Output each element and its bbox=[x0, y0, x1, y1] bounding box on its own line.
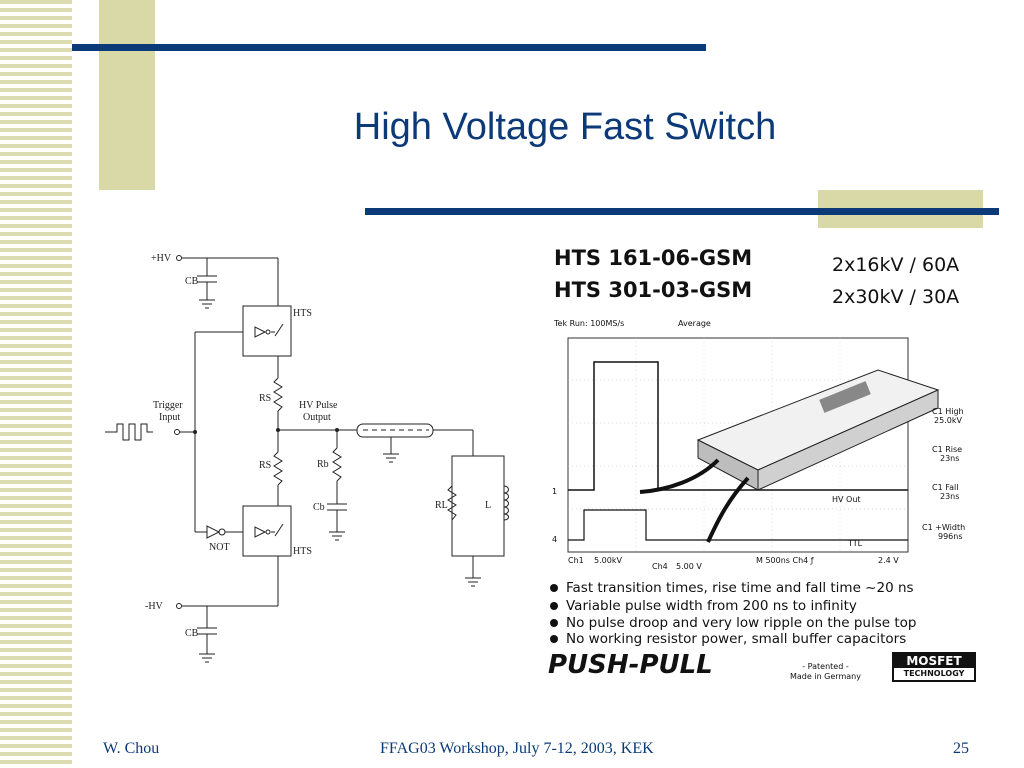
patented-label: - Patented - bbox=[802, 662, 849, 671]
c1-fall-label: C1 Fall bbox=[932, 483, 958, 492]
c1-width-label: C1 +Width bbox=[922, 523, 965, 532]
rl-label: RL bbox=[435, 500, 448, 511]
bullet-icon bbox=[550, 584, 558, 592]
cb-top-label: CB bbox=[185, 276, 199, 287]
circuit-schematic: +HV CB HTS RS RS Trigger Input HV Pulse … bbox=[105, 253, 509, 663]
c1-width-value: 996ns bbox=[938, 532, 963, 541]
ch4-label: Ch4 bbox=[652, 562, 668, 570]
c1-fall-value: 23ns bbox=[940, 492, 959, 501]
hv-pulse-label-line2: Output bbox=[303, 412, 331, 423]
patent-note: - Patented - Made in Germany bbox=[790, 662, 861, 682]
technology-label: TECHNOLOGY bbox=[903, 669, 965, 678]
c1-high-label: C1 High bbox=[932, 407, 964, 416]
mosfet-label: MOSFET bbox=[894, 654, 974, 668]
bullet-icon bbox=[550, 635, 558, 643]
trigger-label-line1: Trigger bbox=[153, 400, 183, 411]
made-in-label: Made in Germany bbox=[790, 672, 861, 681]
hts-bottom-label: HTS bbox=[293, 546, 312, 557]
cb-bottom-label: CB bbox=[185, 628, 199, 639]
c1-high-value: 25.0kV bbox=[934, 416, 962, 425]
timebase-label: M 500ns Ch4 ƒ bbox=[756, 556, 814, 565]
rs-bottom-label: RS bbox=[259, 460, 271, 471]
feature-item: Variable pulse width from 200 ns to infi… bbox=[550, 598, 857, 614]
ch4-value: 5.00 V bbox=[676, 562, 702, 570]
ch1-label: Ch1 bbox=[568, 556, 584, 565]
not-label: NOT bbox=[209, 542, 230, 553]
slide-title: High Voltage Fast Switch bbox=[353, 106, 777, 148]
ttl-label: TTL bbox=[847, 539, 863, 548]
scope-header: Tek Run: 100MS/s bbox=[553, 320, 624, 328]
model-2: HTS 301-03-GSM bbox=[554, 278, 753, 302]
feature-item: Fast transition times, rise time and fal… bbox=[550, 580, 914, 596]
left-stripe-decoration bbox=[0, 0, 72, 768]
top-rule bbox=[72, 44, 706, 51]
hv-pulse-label-line1: HV Pulse bbox=[299, 400, 338, 411]
l-label: L bbox=[485, 500, 491, 511]
cb-mid-label: Cb bbox=[313, 502, 325, 513]
marker-4: 4 bbox=[552, 535, 557, 544]
c1-rise-value: 23ns bbox=[940, 454, 959, 463]
rs-top-label: RS bbox=[259, 393, 271, 404]
plus-hv-label: +HV bbox=[151, 253, 172, 264]
rb-label: Rb bbox=[317, 459, 329, 470]
bottom-rule bbox=[365, 208, 999, 215]
bullet-icon bbox=[550, 602, 558, 610]
trigger-level: 2.4 V bbox=[878, 556, 899, 565]
trigger-label-line2: Input bbox=[159, 412, 180, 423]
scope-average: Average bbox=[678, 320, 711, 328]
footer-author: W. Chou bbox=[103, 740, 160, 757]
hv-out-label: HV Out bbox=[832, 495, 861, 504]
tan-block-decoration bbox=[99, 0, 155, 190]
footer-event: FFAG03 Workshop, July 7-12, 2003, KEK bbox=[380, 740, 654, 757]
hts-top-label: HTS bbox=[293, 308, 312, 319]
marker-1: 1 bbox=[552, 487, 557, 496]
feature-item: No working resistor power, small buffer … bbox=[550, 631, 906, 647]
footer-page-number: 25 bbox=[953, 740, 969, 757]
minus-hv-label: -HV bbox=[145, 601, 164, 612]
oscilloscope-trace: Tek Run: 100MS/s Average C1 High 25.0kV bbox=[552, 320, 965, 570]
mosfet-badge: MOSFET TECHNOLOGY bbox=[892, 652, 976, 682]
model-2-spec: 2x30kV / 30A bbox=[832, 286, 960, 308]
bullet-icon bbox=[550, 619, 558, 627]
product-datasheet: HTS 161-06-GSM 2x16kV / 60A HTS 301-03-G… bbox=[540, 238, 980, 688]
ch1-value: 5.00kV bbox=[594, 556, 622, 565]
feature-item: No pulse droop and very low ripple on th… bbox=[550, 615, 917, 631]
push-pull-logo: PUSH-PULL bbox=[548, 650, 713, 680]
model-1: HTS 161-06-GSM bbox=[554, 246, 753, 270]
c1-rise-label: C1 Rise bbox=[932, 445, 962, 454]
model-1-spec: 2x16kV / 60A bbox=[832, 254, 960, 276]
